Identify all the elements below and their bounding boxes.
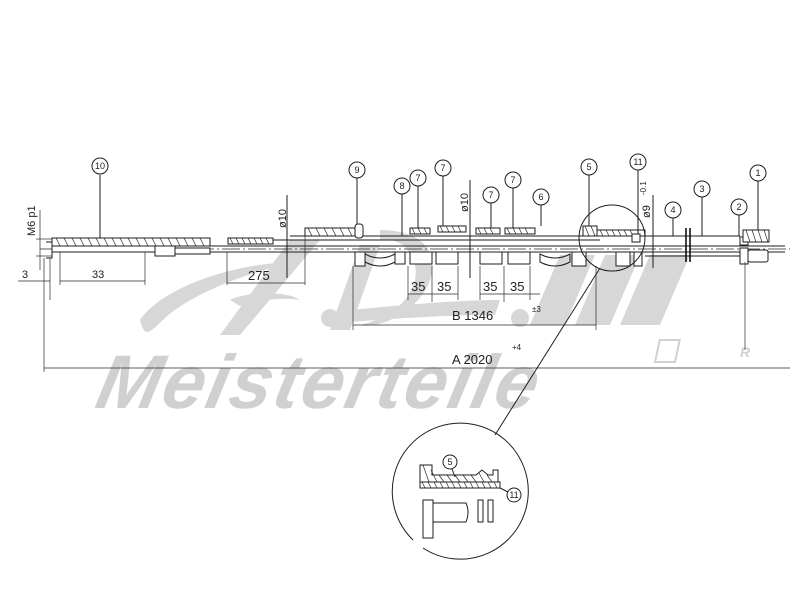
callout-8: 8 — [393, 177, 411, 236]
detail-callout-5: 5 — [442, 454, 458, 478]
detail-magnified-circle — [391, 422, 529, 560]
dim-dia10-mid: ø10 — [459, 193, 471, 212]
svg-text:11: 11 — [633, 157, 642, 167]
cable-assembly — [40, 223, 790, 350]
callout-1: 1 — [749, 164, 767, 230]
dim-35-3: 35 — [483, 279, 497, 294]
callout-6: 6 — [532, 188, 550, 226]
callout-7b: 7 — [434, 159, 452, 226]
dim-35-1: 35 — [411, 279, 425, 294]
dim-b-length: B 1346 — [452, 308, 493, 323]
svg-text:4: 4 — [670, 205, 675, 215]
dim-275: 275 — [248, 268, 270, 283]
svg-text:5: 5 — [586, 162, 591, 172]
callout-11: 11 — [629, 153, 647, 234]
svg-text:11: 11 — [509, 490, 518, 500]
dim-a-tolerance: +4 — [512, 343, 522, 352]
callout-2: 2 — [730, 198, 748, 236]
callout-7a: 7 — [409, 169, 427, 228]
registered-mark-icon: R — [653, 339, 751, 363]
dim-dia9: ø9 — [641, 205, 653, 218]
callout-7d: 7 — [504, 171, 522, 228]
svg-text:8: 8 — [399, 181, 404, 191]
svg-text:7: 7 — [440, 163, 445, 173]
dim-dia9-tolerance: -0.1 — [639, 181, 648, 195]
svg-text:1: 1 — [755, 168, 760, 178]
dim-35-2: 35 — [437, 279, 451, 294]
svg-text:6: 6 — [538, 192, 543, 202]
svg-text:7: 7 — [510, 175, 515, 185]
dim-33: 33 — [92, 269, 104, 281]
bushing-set — [354, 251, 587, 267]
dim-a-length: A 2020 — [452, 352, 493, 367]
detail-callout-11: 11 — [499, 487, 522, 503]
svg-text:10: 10 — [95, 161, 105, 171]
detail-view: 5 11 — [391, 204, 646, 560]
dimensions: M6 p1 3 33 275 ø10 ø10 ø9 -0.1 35 — [18, 180, 790, 372]
detail-leader-line — [494, 267, 601, 436]
svg-text:2: 2 — [736, 202, 741, 212]
callout-5: 5 — [580, 158, 598, 226]
part-10-threaded-end — [46, 237, 211, 259]
svg-text:3: 3 — [699, 184, 704, 194]
dim-dia10-left: ø10 — [277, 209, 289, 228]
svg-text:5: 5 — [447, 457, 452, 467]
callout-9: 9 — [348, 161, 366, 224]
svg-text:R: R — [740, 344, 751, 360]
svg-text:7: 7 — [488, 190, 493, 200]
thread-spec-label: M6 p1 — [26, 205, 38, 236]
detail-source-circle — [578, 204, 646, 272]
callouts: 10 9 8 7 7 7 7 — [91, 153, 767, 238]
callout-7c: 7 — [482, 186, 500, 228]
callout-3: 3 — [693, 180, 711, 236]
dim-3: 3 — [22, 269, 28, 281]
svg-text:9: 9 — [354, 165, 359, 175]
callout-10: 10 — [91, 157, 109, 238]
svg-text:7: 7 — [415, 173, 420, 183]
dim-b-tolerance: ±3 — [532, 305, 541, 314]
dim-35-4: 35 — [510, 279, 524, 294]
callout-4: 4 — [664, 201, 682, 236]
watermark-brand-text: Meisterteile — [90, 340, 550, 425]
